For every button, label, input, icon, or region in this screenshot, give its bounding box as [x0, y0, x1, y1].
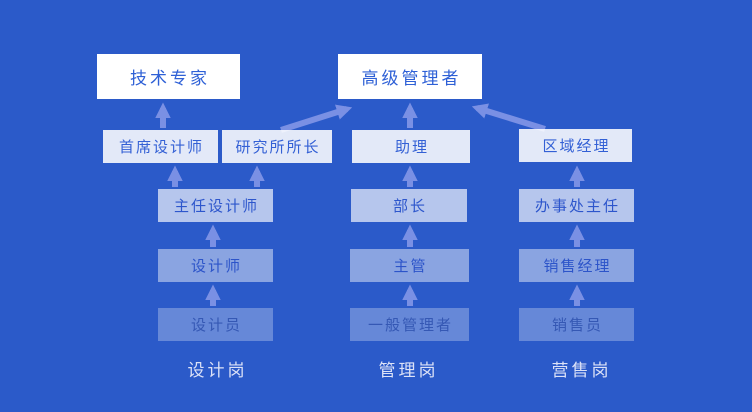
node-tech-expert: 技术专家: [97, 54, 240, 99]
column-label-design: 设计岗: [187, 361, 248, 380]
node-designer: 设计师: [158, 249, 273, 282]
node-design-staff: 设计员: [158, 308, 273, 341]
arrow-institute-director-to-senior-manager: [280, 104, 353, 133]
node-general-manager: 一般管理者: [350, 308, 469, 341]
node-supervisor: 主管: [350, 249, 469, 282]
node-regional-manager: 区域经理: [519, 129, 632, 162]
node-department-head: 部长: [351, 189, 467, 222]
column-label-management: 管理岗: [378, 361, 439, 380]
node-director-designer: 主任设计师: [158, 189, 273, 222]
node-chief-designer: 首席设计师: [103, 130, 218, 163]
node-salesperson: 销售员: [519, 308, 634, 341]
node-senior-manager: 高级管理者: [338, 54, 482, 99]
node-office-director: 办事处主任: [519, 189, 634, 222]
node-assistant: 助理: [352, 130, 470, 163]
column-label-sales: 营售岗: [551, 361, 612, 380]
node-sales-manager: 销售经理: [519, 249, 634, 282]
node-institute-director: 研究所所长: [222, 130, 332, 163]
arrow-regional-manager-to-senior-manager: [471, 103, 546, 132]
